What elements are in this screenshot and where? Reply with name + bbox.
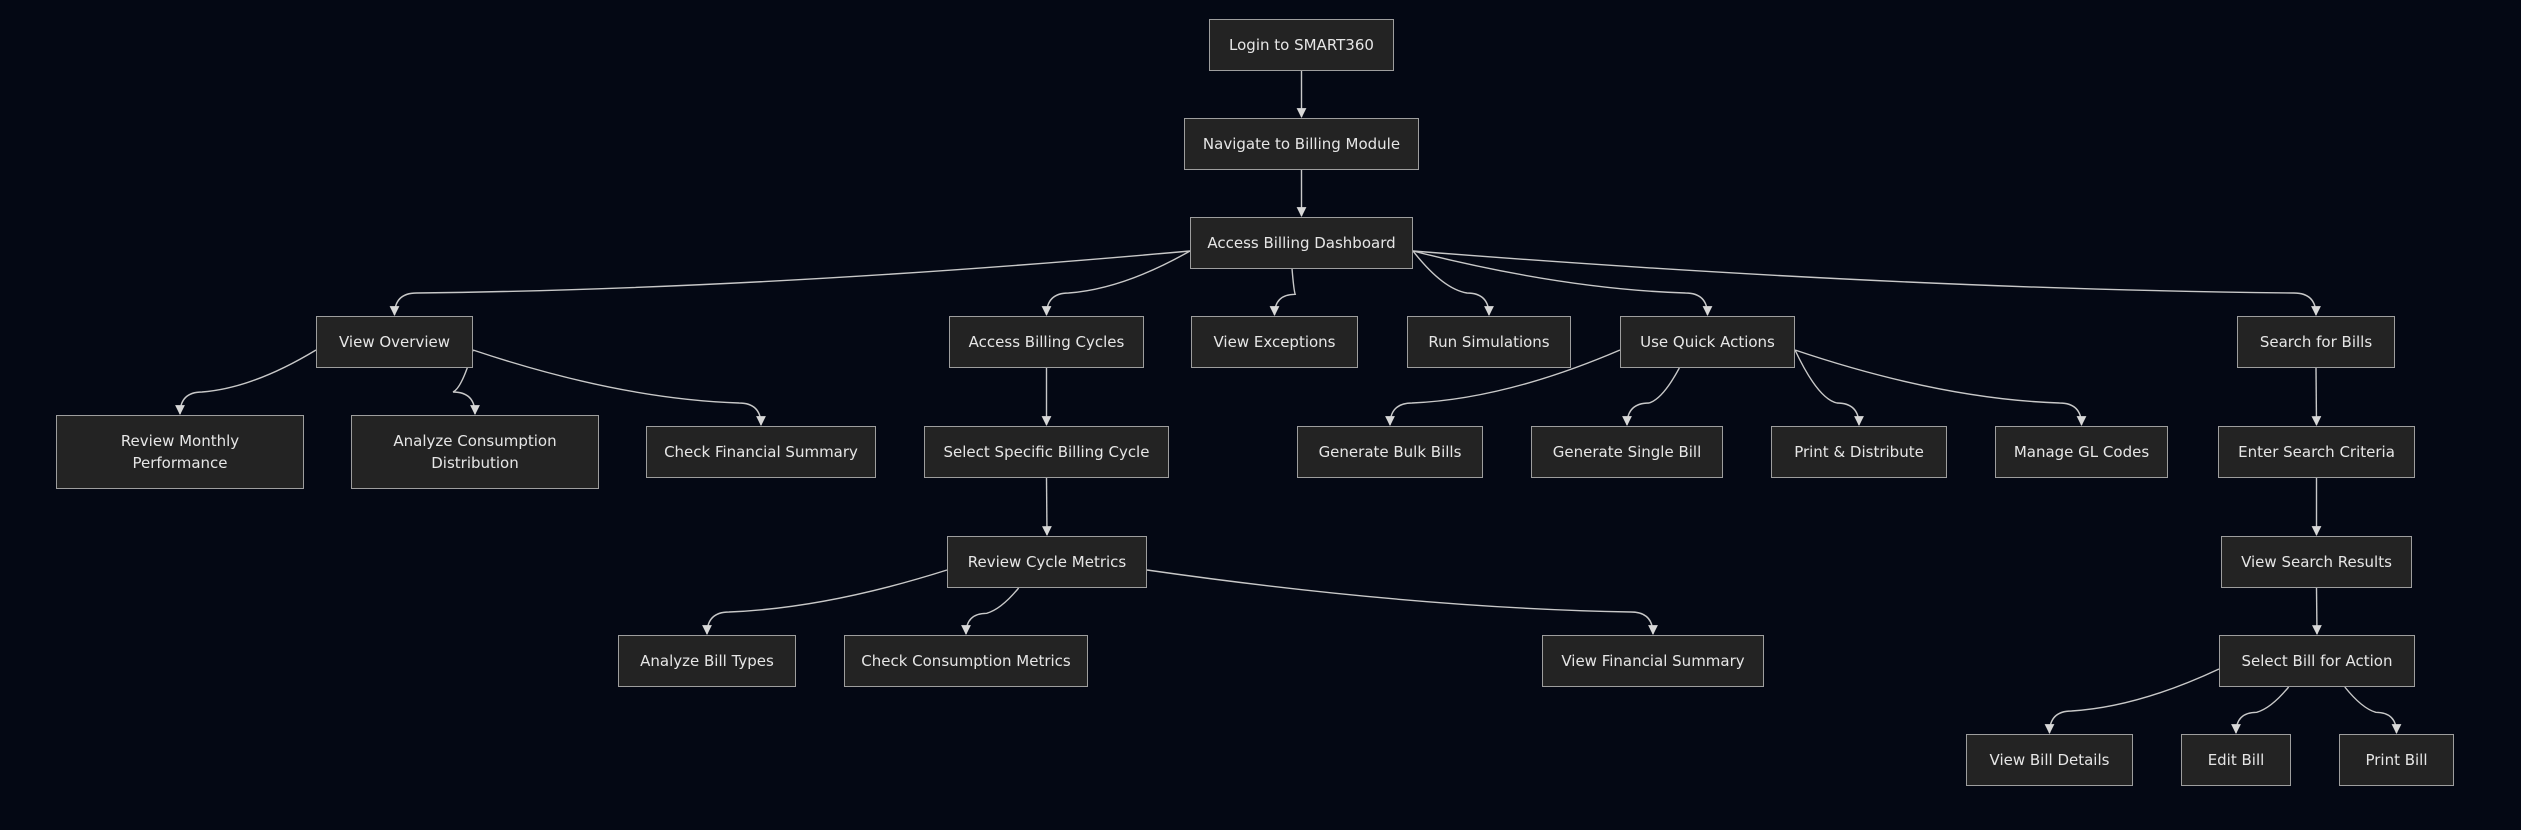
edge-view_overview-to-review_monthly [175, 349, 317, 415]
node-enter-search-criteria[interactable]: Enter Search Criteria [2218, 426, 2415, 478]
node-analyze-bill-types[interactable]: Analyze Bill Types [618, 635, 796, 687]
edge-quick_actions-to-manage_gl [1794, 349, 2087, 426]
edge-select_bill-to-edit_bill [2231, 686, 2290, 734]
edge-review_metrics-to-analyze_bill_types [702, 569, 948, 635]
edge-select_cycle-to-review_metrics [1042, 477, 1052, 536]
node-review-monthly-performance[interactable]: Review Monthly Performance [56, 415, 304, 489]
node-view-search-results[interactable]: View Search Results [2221, 536, 2412, 588]
node-generate-bulk-bills[interactable]: Generate Bulk Bills [1297, 426, 1483, 478]
node-view-bill-details[interactable]: View Bill Details [1966, 734, 2133, 786]
node-access-billing-dashboard[interactable]: Access Billing Dashboard [1190, 217, 1413, 269]
edge-quick_actions-to-generate_single [1622, 367, 1680, 426]
node-edit-bill[interactable]: Edit Bill [2181, 734, 2291, 786]
node-analyze-consumption-distribution[interactable]: Analyze Consumption Distribution [351, 415, 599, 489]
node-check-financial-summary[interactable]: Check Financial Summary [646, 426, 876, 478]
node-view-overview[interactable]: View Overview [316, 316, 473, 368]
node-login[interactable]: Login to SMART360 [1209, 19, 1394, 71]
node-manage-gl-codes[interactable]: Manage GL Codes [1995, 426, 2168, 478]
node-navigate-billing[interactable]: Navigate to Billing Module [1184, 118, 1419, 170]
edge-view_results-to-select_bill [2312, 587, 2322, 635]
edge-access_dashboard-to-search_bills [1412, 250, 2321, 316]
node-review-cycle-metrics[interactable]: Review Cycle Metrics [947, 536, 1147, 588]
node-select-specific-billing-cycle[interactable]: Select Specific Billing Cycle [924, 426, 1169, 478]
node-view-financial-summary[interactable]: View Financial Summary [1542, 635, 1764, 687]
node-select-bill-for-action[interactable]: Select Bill for Action [2219, 635, 2415, 687]
edge-review_metrics-to-check_consumption_metrics [961, 587, 1020, 635]
node-check-consumption-metrics[interactable]: Check Consumption Metrics [844, 635, 1088, 687]
node-use-quick-actions[interactable]: Use Quick Actions [1620, 316, 1795, 368]
edge-quick_actions-to-generate_bulk [1385, 349, 1621, 426]
node-print-and-distribute[interactable]: Print & Distribute [1771, 426, 1947, 478]
edge-quick_actions-to-print_distribute [1794, 349, 1864, 426]
edge-access_dashboard-to-quick_actions [1412, 250, 1713, 316]
edge-view_overview-to-analyze_consumption [452, 349, 480, 415]
node-print-bill[interactable]: Print Bill [2339, 734, 2454, 786]
node-access-billing-cycles[interactable]: Access Billing Cycles [949, 316, 1144, 368]
edge-view_overview-to-check_financial [472, 349, 766, 426]
edge-select_bill-to-view_details [2044, 668, 2220, 734]
edge-search_bills-to-enter_criteria [2311, 367, 2322, 426]
node-generate-single-bill[interactable]: Generate Single Bill [1531, 426, 1723, 478]
node-run-simulations[interactable]: Run Simulations [1407, 316, 1571, 368]
edge-select_bill-to-print_bill [2344, 686, 2402, 734]
node-view-exceptions[interactable]: View Exceptions [1191, 316, 1358, 368]
edge-access_dashboard-to-access_cycles [1041, 250, 1191, 316]
edge-access_dashboard-to-view_exceptions [1269, 268, 1297, 316]
edge-access_dashboard-to-view_overview [389, 250, 1191, 316]
node-search-for-bills[interactable]: Search for Bills [2237, 316, 2395, 368]
edge-review_metrics-to-view_financial_summary [1146, 569, 1658, 635]
edge-access_dashboard-to-run_simulations [1412, 250, 1494, 316]
